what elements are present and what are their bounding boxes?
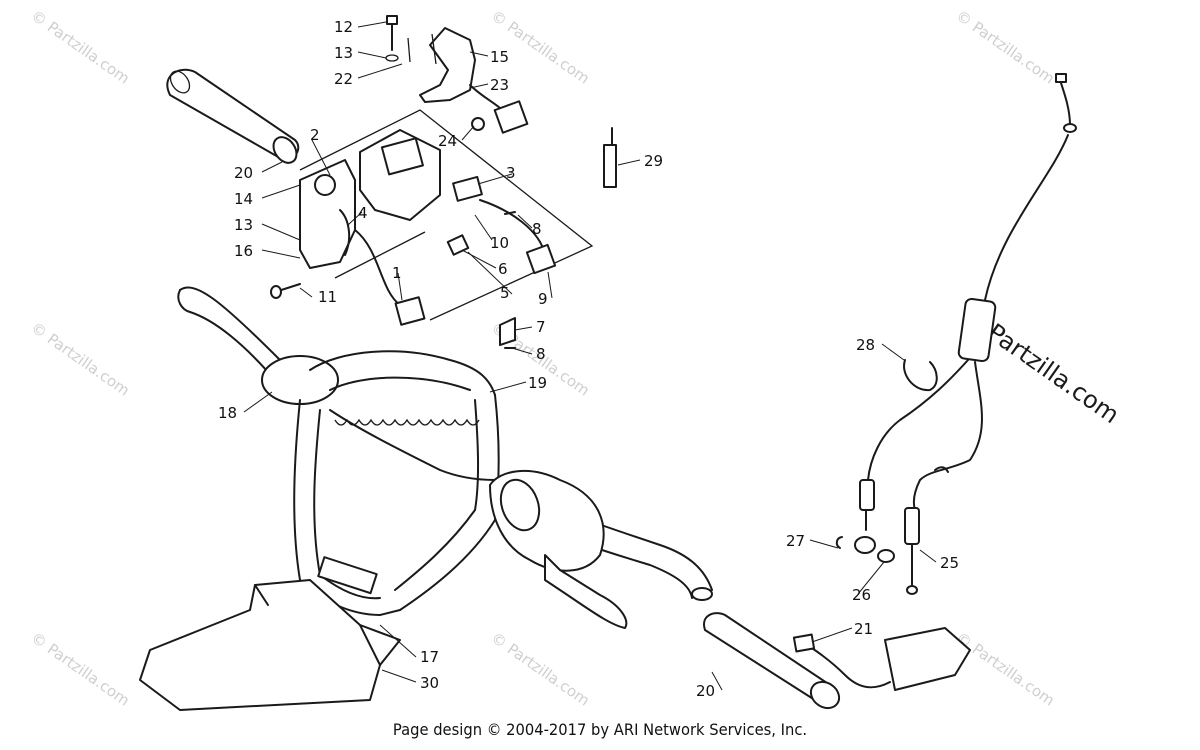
callout-28: 28: [856, 336, 875, 354]
callout-22: 22: [334, 70, 353, 88]
watermark: © Partzilla.com: [488, 629, 593, 710]
switch-housing-assembly: [270, 15, 617, 349]
callout-5: 5: [500, 284, 510, 302]
callout-labels: 12 13 22 15 23 24 29 2 3 20 14 4 8 10 13…: [218, 18, 959, 700]
watermark: © Partzilla.com: [953, 7, 1058, 88]
callout-25: 25: [940, 554, 959, 572]
callout-8: 8: [536, 345, 546, 363]
callout-30: 30: [420, 674, 439, 692]
callout-20: 20: [234, 164, 253, 182]
watermark: © Partzilla.com: [28, 319, 133, 400]
callout-10: 10: [490, 234, 509, 252]
callout-20: 20: [696, 682, 715, 700]
callout-16: 16: [234, 242, 253, 260]
handlebar-grip-upper: [166, 68, 300, 164]
callout-13: 13: [334, 44, 353, 62]
callout-8: 8: [532, 220, 542, 238]
footer-copyright: Page design © 2004-2017 by ARI Network S…: [392, 720, 808, 739]
watermark: © Partzilla.com: [953, 629, 1058, 710]
callout-18: 18: [218, 404, 237, 422]
callout-21: 21: [854, 620, 873, 638]
handlebar-pad: [139, 579, 401, 711]
callout-11: 11: [318, 288, 337, 306]
callout-9: 9: [538, 290, 548, 308]
callout-29: 29: [644, 152, 663, 170]
throttle-cable-assembly: [835, 73, 1077, 595]
callout-17: 17: [420, 648, 439, 666]
leader-lines: [243, 21, 937, 691]
callout-4: 4: [358, 204, 368, 222]
callout-15: 15: [490, 48, 509, 66]
watermark-layer: © Partzilla.com © Partzilla.com © Partzi…: [28, 7, 1125, 710]
handlebar-grip-lower: [703, 612, 971, 710]
callout-13: 13: [234, 216, 253, 234]
callout-7: 7: [536, 318, 546, 336]
watermark: © Partzilla.com: [28, 629, 133, 710]
callout-27: 27: [786, 532, 805, 550]
callout-19: 19: [528, 374, 547, 392]
callout-23: 23: [490, 76, 509, 94]
watermark: © Partzilla.com: [28, 7, 133, 88]
callout-3: 3: [506, 164, 516, 182]
callout-26: 26: [852, 586, 871, 604]
callout-1: 1: [392, 264, 402, 282]
handlebar: [177, 286, 713, 629]
callout-24: 24: [438, 132, 457, 150]
callout-2: 2: [310, 126, 320, 144]
callout-14: 14: [234, 190, 253, 208]
callout-12: 12: [334, 18, 353, 36]
callout-6: 6: [498, 260, 508, 278]
